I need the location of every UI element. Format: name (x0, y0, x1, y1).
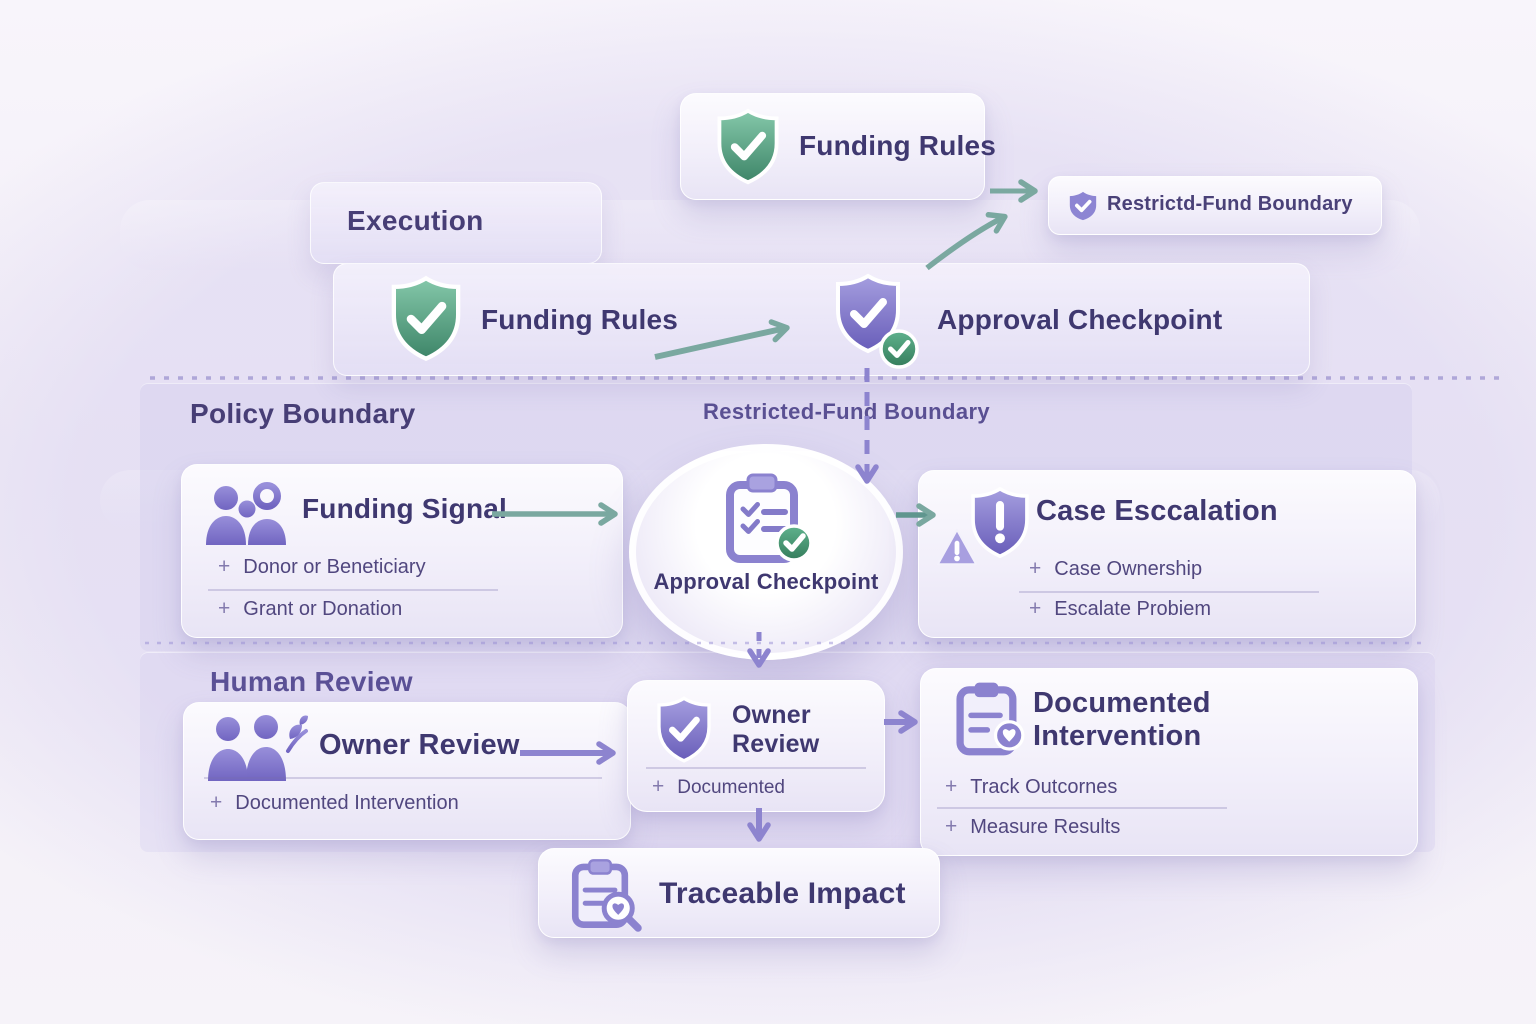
funding-signal-card: Funding Signal + Donor or Beneticiary + … (181, 464, 623, 638)
execution-approval-checkpoint-label: Approval Checkpoint (937, 304, 1223, 335)
clipboard-magnifier-heart-icon (571, 859, 642, 932)
list-divider (937, 807, 1227, 809)
traceable-impact-title: Traceable Impact (659, 877, 906, 910)
shield-exclamation-icon (971, 486, 1029, 559)
funding-rules-top-label: Funding Rules (799, 130, 997, 161)
plus-glyph: + (1029, 557, 1042, 580)
list-item: + Grant or Donation (218, 597, 402, 621)
plus-glyph: + (210, 791, 223, 814)
funding-rules-card-top: Funding Rules (680, 93, 996, 200)
plus-glyph: + (945, 775, 958, 798)
case-escalation-card: Case Esccalation + Case Ownership + Esca… (918, 470, 1416, 638)
list-item-text: Escalate Probiem (1054, 598, 1212, 620)
restricted-fund-boundary-line-label: Restricted-Fund Boundary (703, 399, 991, 424)
clipboard-checklist-green-badge-icon (726, 473, 813, 563)
list-item-text: Documented Intervention (235, 792, 459, 814)
shield-check-purple-with-green-badge-icon (836, 273, 919, 369)
list-item: + Measure Results (945, 815, 1120, 839)
plus-glyph: + (1029, 597, 1042, 620)
list-item: + Case Ownership (1029, 557, 1202, 581)
restricted-fund-boundary-top-label: Restrictd-Fund Boundary (1107, 193, 1353, 215)
shield-check-purple-icon (657, 696, 711, 763)
execution-section-label: Execution (347, 205, 484, 236)
list-item: + Track Outcornes (945, 775, 1117, 799)
clipboard-heart-badge-icon (956, 682, 1025, 756)
traceable-impact-card: Traceable Impact (538, 848, 940, 938)
owner-review-node-card: Owner Review + Documented (627, 680, 885, 812)
list-item: + Escalate Probiem (1029, 597, 1211, 621)
execution-funding-rules-label: Funding Rules (481, 304, 679, 335)
restricted-fund-boundary-card: Restrictd-Fund Boundary (1048, 176, 1382, 235)
approval-checkpoint-node: Approval Checkpoint (629, 444, 903, 660)
warning-triangle-icon (937, 528, 977, 566)
documented-intervention-title: Documented Intervention (1033, 687, 1211, 752)
list-divider (1019, 591, 1319, 593)
list-divider (204, 777, 602, 779)
approval-checkpoint-node-label: Approval Checkpoint (653, 569, 879, 594)
documented-intervention-card: Documented Intervention + Track Outcorne… (920, 668, 1418, 856)
plus-glyph: + (945, 815, 958, 838)
owner-review-card: Owner Review + Documented Intervention (183, 702, 631, 840)
owner-review-title: Owner Review (319, 729, 520, 761)
list-item-text: Grant or Donation (243, 598, 403, 620)
owner-review-node-title: Owner Review (732, 701, 820, 758)
shield-check-green-icon (391, 275, 461, 361)
human-review-section-label: Human Review (210, 666, 413, 697)
plus-glyph: + (218, 597, 231, 620)
list-divider (646, 767, 866, 769)
execution-section-card: Execution (310, 182, 602, 264)
list-divider (208, 589, 498, 591)
list-item-text: Track Outcornes (970, 776, 1118, 798)
list-item-text: Measure Results (970, 816, 1121, 838)
people-group-leaf-icon (208, 715, 308, 781)
list-item-text: Case Ownership (1054, 558, 1203, 580)
list-item-text: Donor or Beneticiary (243, 556, 426, 578)
people-group-icon (206, 482, 286, 545)
list-item: + Donor or Beneticiary (218, 555, 426, 579)
shield-check-green-icon (717, 108, 779, 185)
plus-glyph: + (218, 555, 231, 578)
list-item-text: Documented (677, 777, 785, 798)
shield-check-purple-small-icon (1069, 191, 1097, 221)
list-item: + Documented Intervention (210, 791, 459, 815)
list-item: + Documented (652, 775, 785, 799)
plus-glyph: + (652, 775, 665, 798)
execution-row: Funding Rules Approval Checkpoint (333, 263, 1310, 376)
funding-signal-title: Funding Signal (302, 493, 507, 524)
case-escalation-title: Case Esccalation (1036, 495, 1278, 527)
policy-boundary-section-label: Policy Boundary (190, 398, 416, 429)
